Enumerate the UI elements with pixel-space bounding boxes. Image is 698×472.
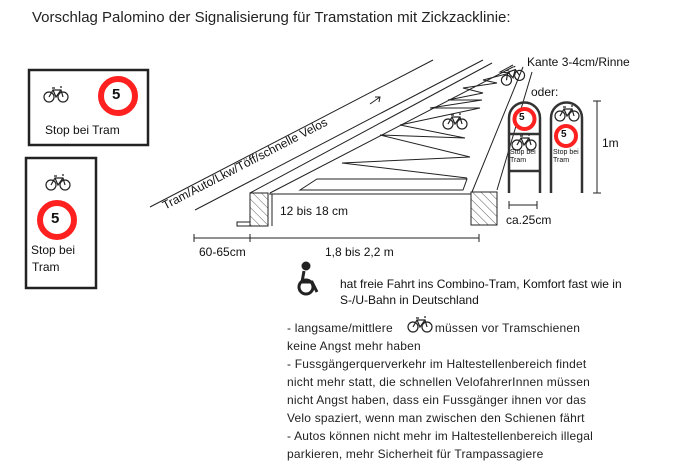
dimension-lines xyxy=(193,100,601,242)
or-label: oder: xyxy=(531,85,559,99)
curb-left xyxy=(249,192,269,227)
sign-caption: Stop bei Tram xyxy=(45,123,120,137)
zigzag-line xyxy=(341,64,514,179)
bicycle-icon xyxy=(442,113,468,130)
sign-number: 5 xyxy=(519,112,525,123)
wheelchair-text-1: hat freie Fahrt ins Combino-Tram, Komfor… xyxy=(340,277,622,291)
sign-caption: Stop bei xyxy=(31,243,76,257)
direction-arrow-icon xyxy=(369,96,381,105)
sign-caption: Tram xyxy=(32,260,60,274)
sign-left-1 xyxy=(27,68,150,147)
post-sign-2 xyxy=(549,101,584,193)
width-label: ca.25cm xyxy=(506,213,552,227)
sign-number: 5 xyxy=(561,129,567,140)
dim-left-label: 60-65cm xyxy=(199,245,246,259)
curb-height-label: 12 bis 18 cm xyxy=(280,204,349,218)
sign-number: 5 xyxy=(112,86,121,103)
page-title: Vorschlag Palomino der Signalisierung fü… xyxy=(32,9,511,26)
road-lines xyxy=(149,59,533,211)
height-label: 1m xyxy=(602,136,619,150)
post-sign-1 xyxy=(507,101,542,193)
wheelchair-icon xyxy=(297,261,319,296)
bicycle-icon xyxy=(511,134,537,151)
speed-limit-icon xyxy=(98,76,138,116)
dim-platform-label: 1,8 bis 2,2 m xyxy=(325,245,394,259)
speed-limit-icon xyxy=(37,200,77,240)
sign-number: 5 xyxy=(51,210,60,227)
wheelchair-text-2: S-/U-Bahn in Deutschland xyxy=(340,293,479,307)
curb-right xyxy=(470,191,498,226)
sign-left-2 xyxy=(24,156,98,290)
edge-label: Kante 3-4cm/Rinne xyxy=(527,55,630,69)
bicycle-icon xyxy=(554,105,580,122)
